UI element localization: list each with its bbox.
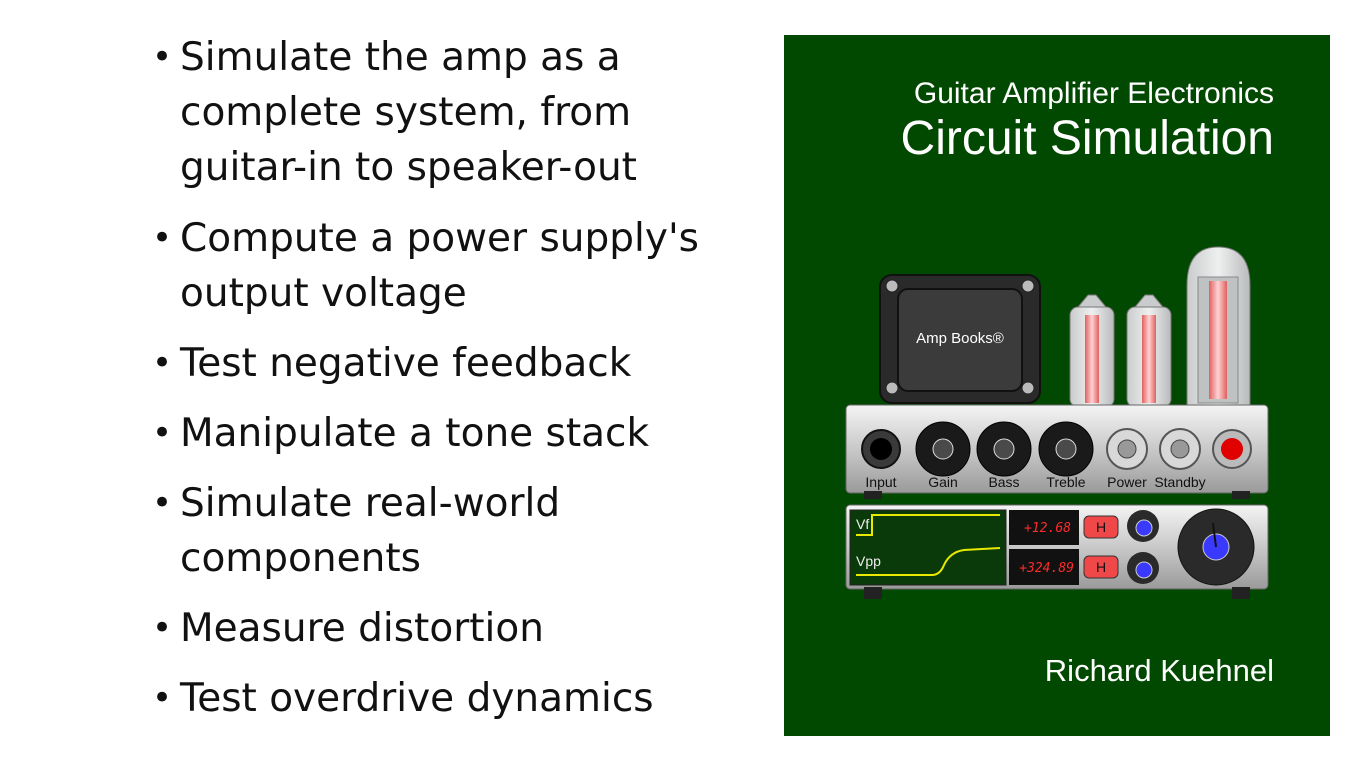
- bullet-item: •Simulate real-world components: [150, 476, 750, 586]
- control-label-treble: Treble: [1046, 474, 1085, 490]
- bass-knob: [976, 421, 1032, 477]
- bullet-dot: •: [152, 608, 173, 648]
- brand-label: Amp Books®: [916, 330, 1004, 347]
- bullet-dot: •: [152, 343, 173, 383]
- bullet-dot: •: [152, 413, 173, 453]
- book-author: Richard Kuehnel: [1044, 653, 1274, 688]
- vpp-trace: [856, 547, 1001, 576]
- vf-hold-button: H: [1096, 519, 1106, 535]
- control-label-input: Input: [865, 474, 896, 490]
- vf-trace: [856, 514, 1000, 536]
- vpp-hold-button: H: [1096, 559, 1106, 575]
- control-label-bass: Bass: [988, 474, 1019, 490]
- bullet-item: •Manipulate a tone stack: [150, 406, 750, 461]
- pilot-lamp: [1212, 429, 1252, 469]
- bullet-item: •Simulate the amp as a complete system, …: [150, 30, 750, 195]
- gain-knob: [915, 421, 971, 477]
- book-title: Circuit Simulation: [900, 112, 1274, 165]
- bullet-list: •Simulate the amp as a complete system, …: [150, 30, 750, 726]
- preamp-tube: [1069, 294, 1115, 408]
- scope-panel: Vf Vpp +12.68 +324.89 H H: [845, 504, 1269, 599]
- power-toggle: [1106, 428, 1148, 470]
- bullet-item: •Test negative feedback: [150, 336, 750, 391]
- amp-illustration: Amp Books®: [845, 246, 1269, 599]
- book-subtitle: Guitar Amplifier Electronics: [913, 77, 1274, 110]
- vf-label: Vf: [856, 516, 869, 532]
- power-tube: [1186, 246, 1251, 408]
- preamp-tube: [1126, 294, 1172, 408]
- transformer: Amp Books®: [879, 274, 1041, 404]
- book-cover: Guitar Amplifier Electronics Circuit Sim…: [784, 35, 1330, 736]
- control-label-gain: Gain: [928, 474, 958, 490]
- treble-knob: [1038, 421, 1094, 477]
- timebase-knob: [1177, 508, 1255, 586]
- bullet-item: •Measure distortion: [150, 601, 750, 656]
- control-label-standby: Standby: [1154, 474, 1205, 490]
- control-label-power: Power: [1107, 474, 1147, 490]
- bullet-dot: •: [152, 218, 173, 258]
- bullet-item: •Test overdrive dynamics: [150, 671, 750, 726]
- bullet-dot: •: [152, 483, 173, 523]
- vpp-range-knob: [1127, 552, 1159, 584]
- vf-readout: +12.68: [1024, 521, 1071, 536]
- bullet-dot: •: [152, 678, 173, 718]
- standby-toggle: [1159, 428, 1201, 470]
- vpp-readout: +324.89: [1019, 561, 1074, 576]
- bullet-dot: •: [152, 37, 173, 77]
- vf-range-knob: [1127, 510, 1159, 542]
- bullet-item: •Compute a power supply's output voltage: [150, 211, 750, 321]
- vpp-label: Vpp: [856, 553, 881, 569]
- input-jack: [861, 429, 901, 469]
